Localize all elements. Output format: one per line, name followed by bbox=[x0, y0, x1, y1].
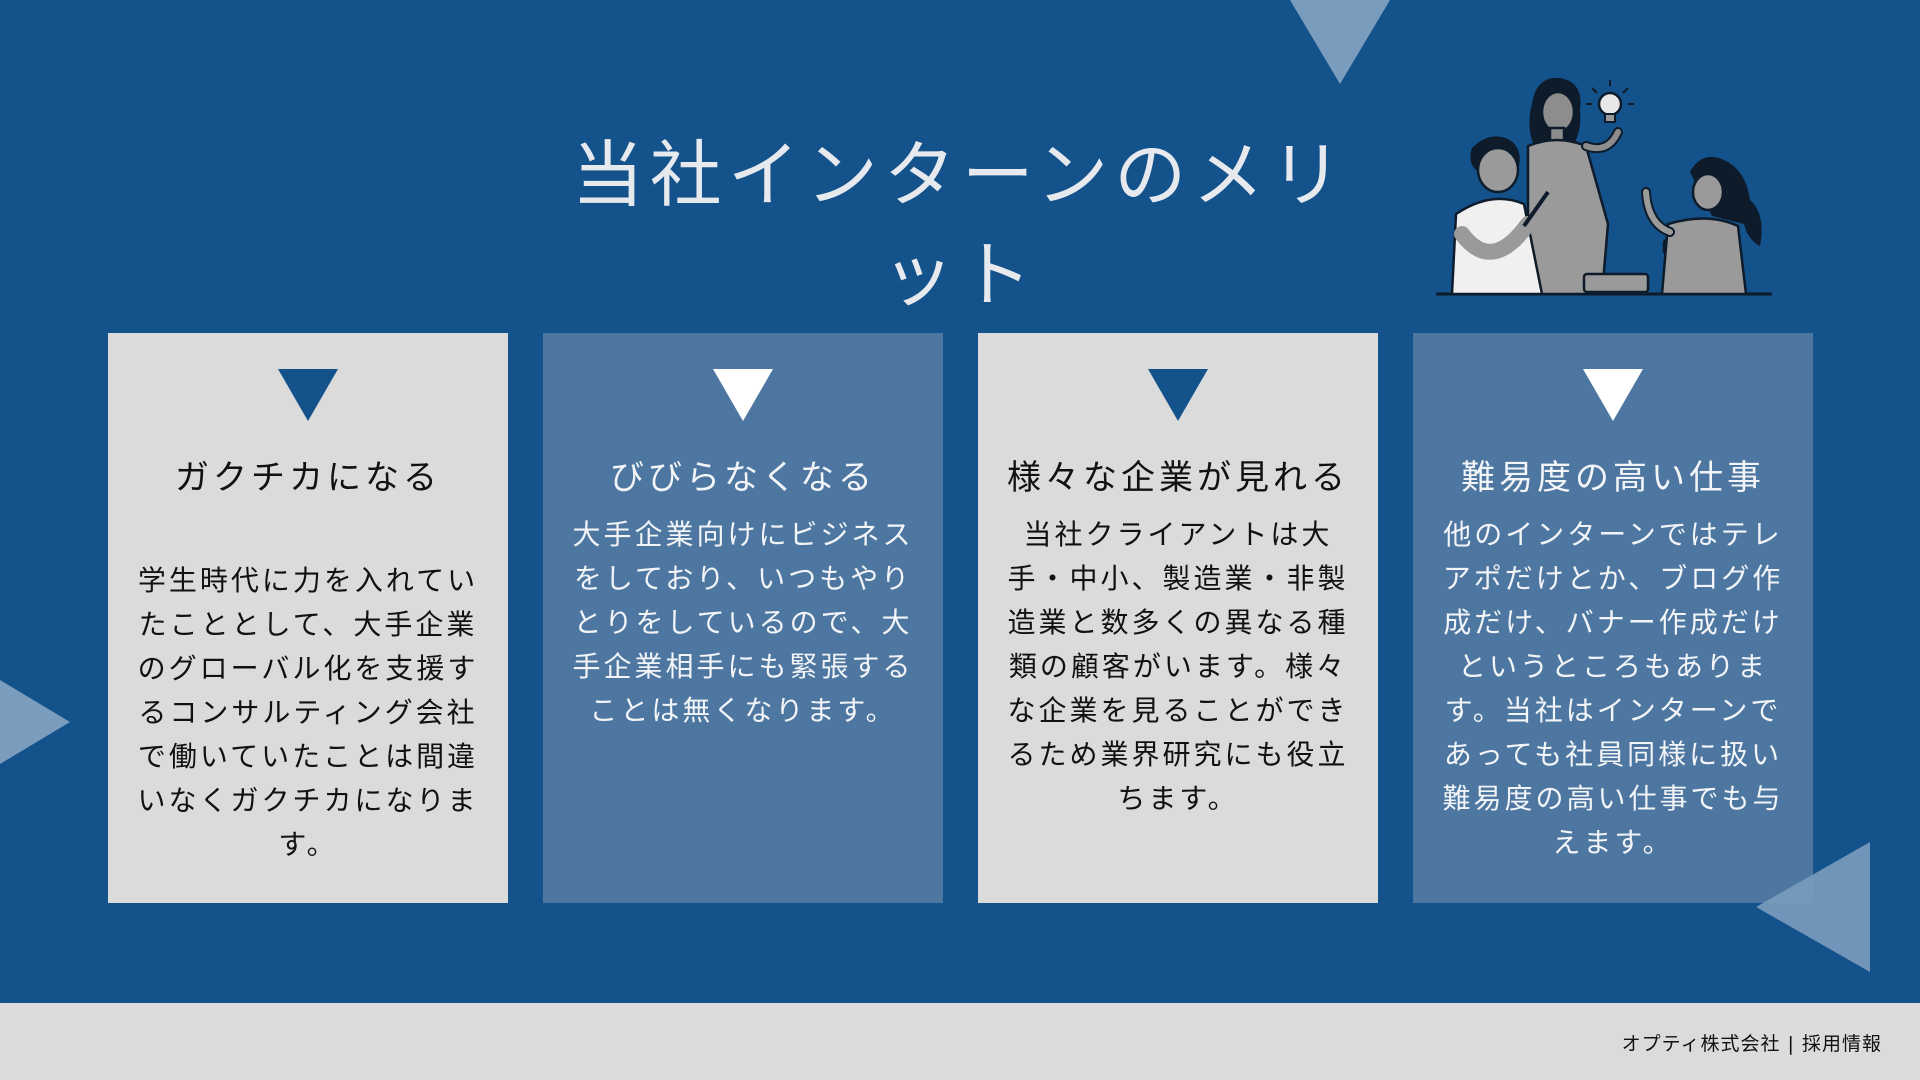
seated-man-figure bbox=[1450, 136, 1550, 296]
standing-woman-figure bbox=[1526, 77, 1623, 296]
merit-card-4: 難易度の高い仕事 他のインターンではテレアポだけとか、ブログ作成だけ、バナー作成… bbox=[1413, 333, 1813, 903]
card-title: ガクチカになる bbox=[175, 458, 441, 498]
merit-card-3: 様々な企業が見れる 当社クライアントは大手・中小、製造業・非製造業と数多くの異な… bbox=[978, 333, 1378, 903]
decorative-triangle-left-icon bbox=[0, 680, 70, 764]
merit-card-2: びびらなくなる 大手企業向けにビジネスをしており、いつもやりとりをしているので、… bbox=[543, 333, 943, 903]
people-discussing-idea-illustration bbox=[1436, 77, 1772, 296]
footer: オプティ株式会社 | 採用情報 bbox=[0, 1003, 1920, 1080]
card-description: 当社クライアントは大手・中小、製造業・非製造業と数多くの異なる種類の顧客がいます… bbox=[1007, 518, 1349, 815]
card-description: 他のインターンではテレアポだけとか、ブログ作成だけ、バナー作成だけというところも… bbox=[1442, 518, 1784, 859]
card-description: 大手企業向けにビジネスをしており、いつもやりとりをしているので、大手企業相手にも… bbox=[572, 518, 914, 727]
decorative-triangle-right-icon bbox=[1756, 842, 1870, 972]
triangle-down-icon bbox=[713, 369, 773, 421]
card-title: 難易度の高い仕事 bbox=[1461, 458, 1765, 498]
merit-card-1: ガクチカになる 学生時代に力を入れていたこととして、大手企業のグローバル化を支援… bbox=[108, 333, 508, 903]
seated-woman-figure bbox=[1641, 156, 1762, 296]
card-title: 様々な企業が見れる bbox=[1007, 458, 1349, 498]
triangle-down-icon bbox=[1583, 369, 1643, 421]
lightbulb-icon bbox=[1586, 80, 1634, 123]
decorative-triangle-top-icon bbox=[1290, 0, 1390, 84]
triangle-down-icon bbox=[1148, 369, 1208, 421]
triangle-down-icon bbox=[278, 369, 338, 421]
card-title: びびらなくなる bbox=[610, 458, 876, 498]
footer-company-text: オプティ株式会社 | 採用情報 bbox=[1621, 1033, 1882, 1055]
page-title: 当社インターンのメリット bbox=[571, 133, 1349, 317]
card-description: 学生時代に力を入れていたこととして、大手企業のグローバル化を支援するコンサルティ… bbox=[137, 564, 479, 861]
